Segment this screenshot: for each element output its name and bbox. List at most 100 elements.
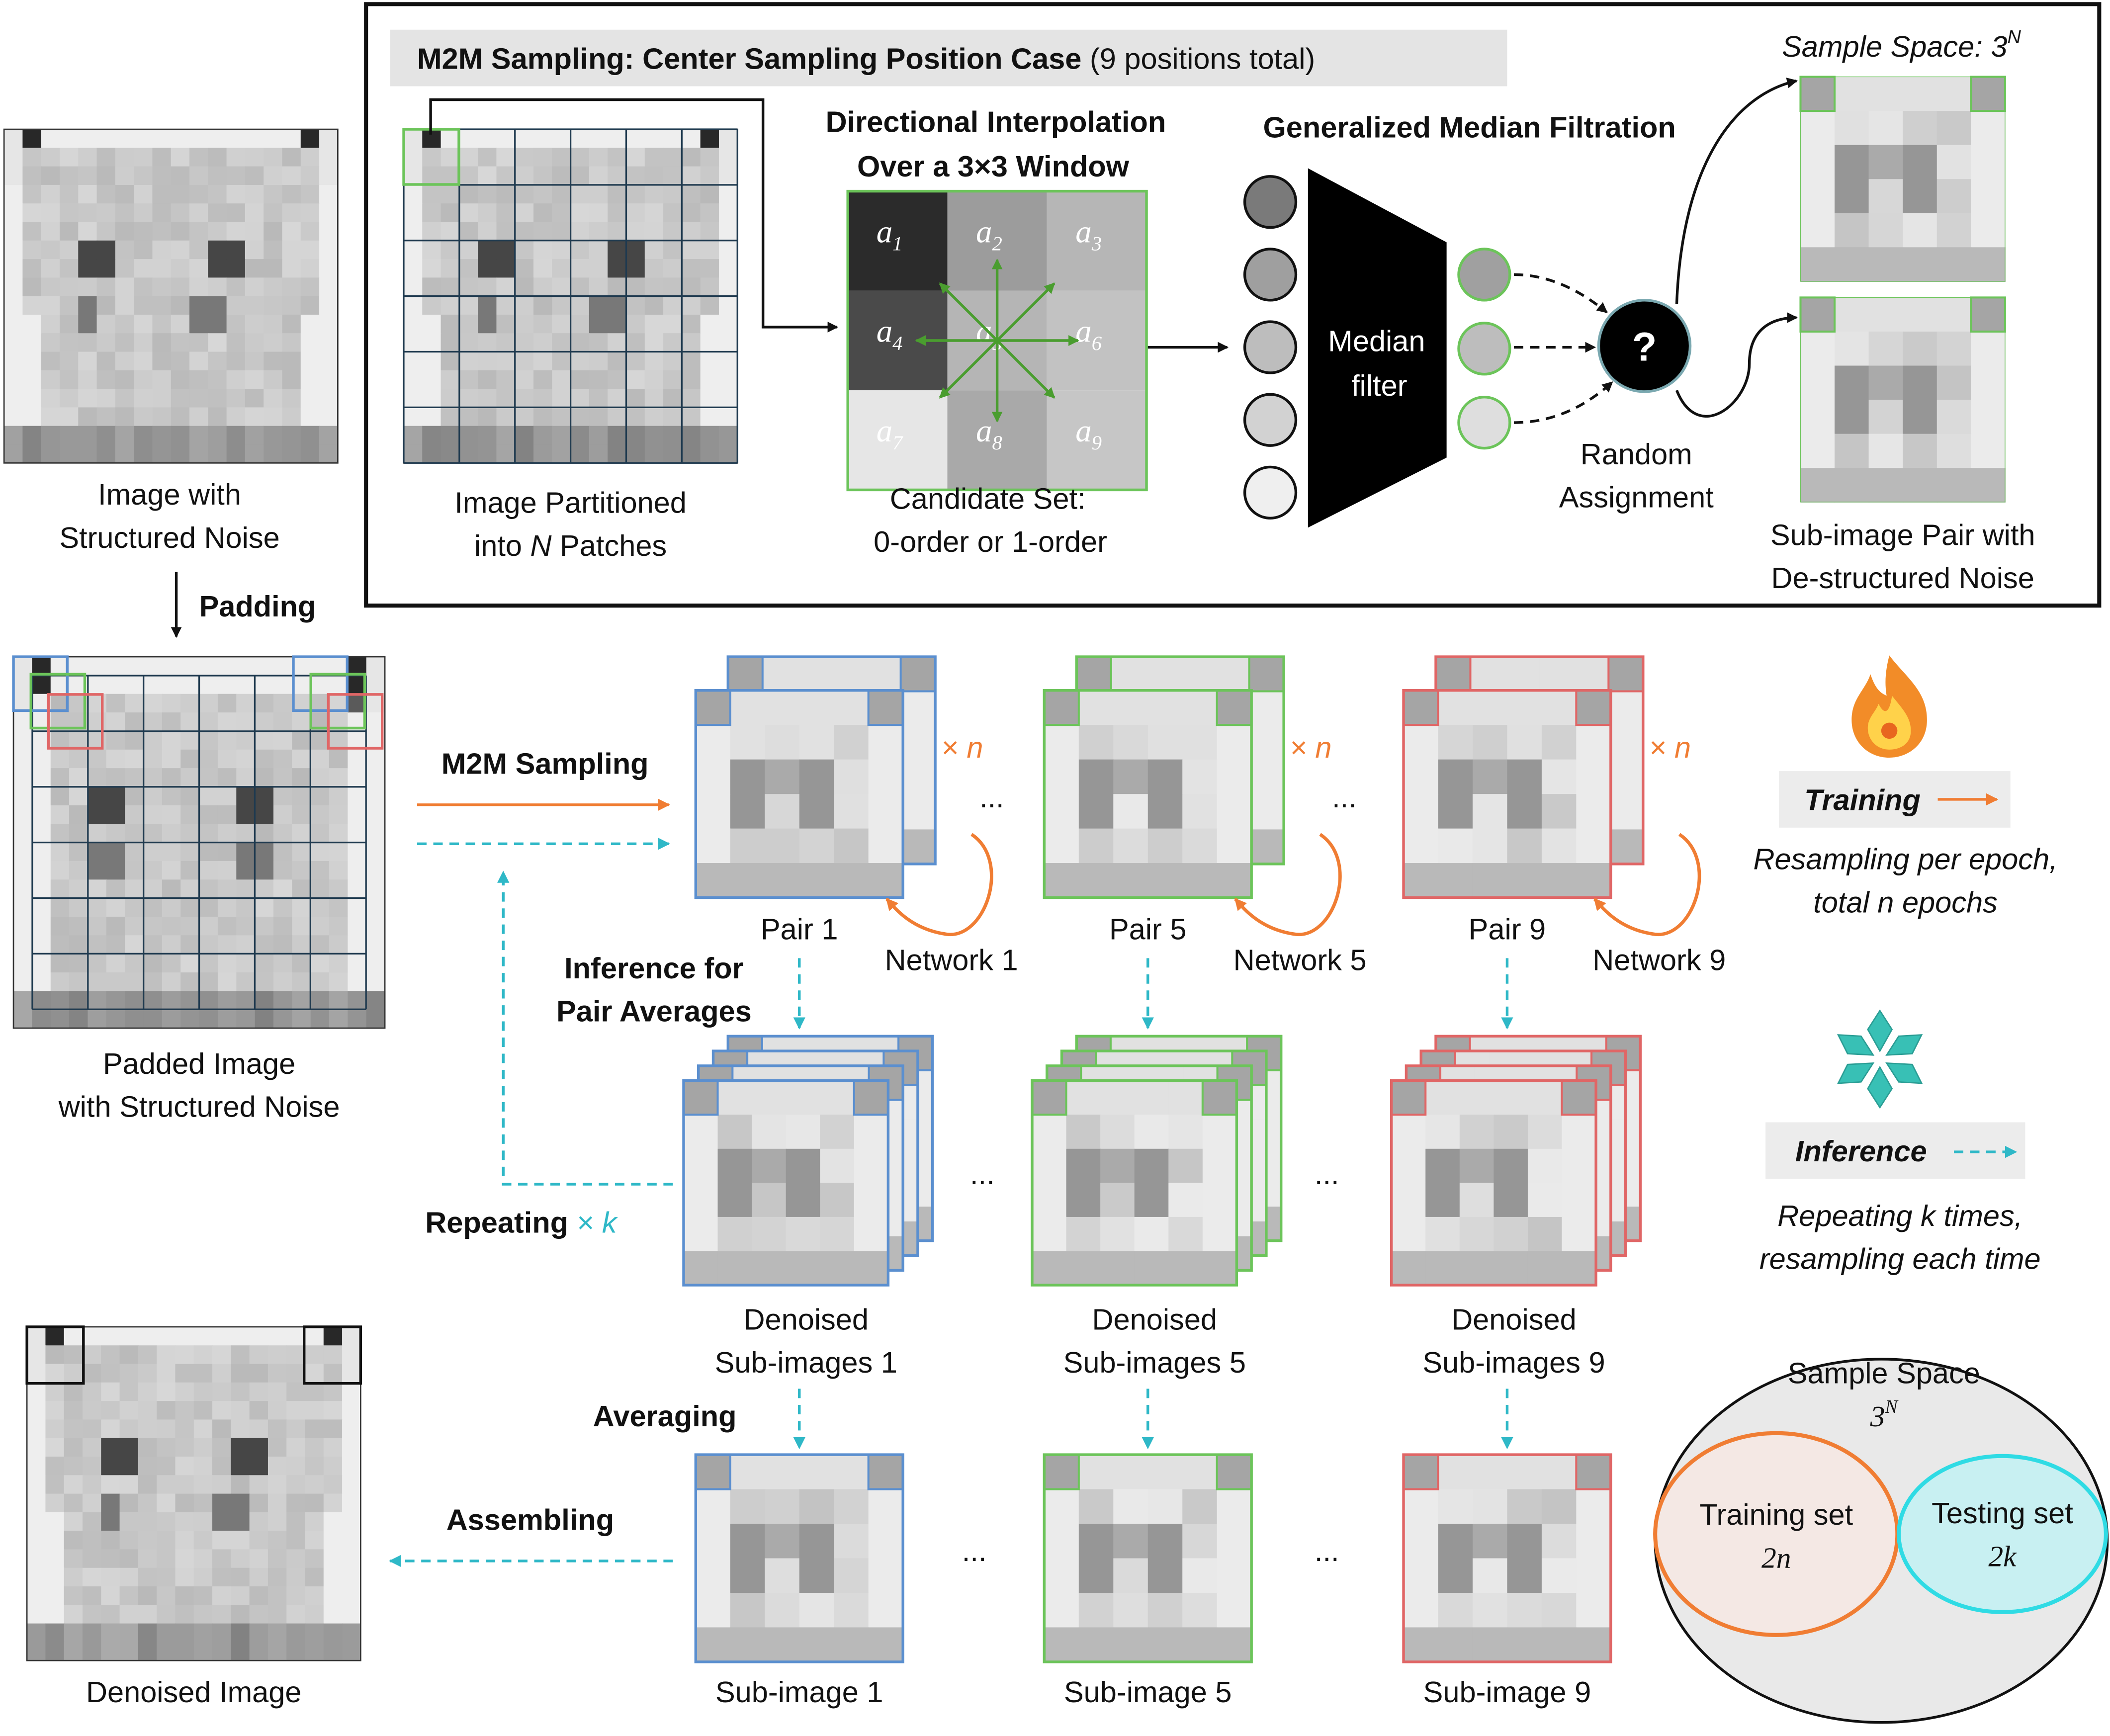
testing-set-label: Testing set [1932, 1496, 2073, 1530]
candidate-caption-1: Candidate Set: [890, 482, 1086, 515]
training-loop-3 [1593, 833, 1701, 937]
direction-arrow-4 [939, 340, 998, 399]
sample-space-top-label: Sample Space: 3N [1782, 27, 2021, 63]
median-output-nodes [1457, 248, 1511, 450]
window-border [846, 189, 1148, 492]
network-label-3: Network 9 [1592, 944, 1726, 977]
network-label-1: Network 1 [885, 944, 1018, 977]
ellipsis-sub-1: ... [962, 1534, 987, 1567]
median-output-1 [1457, 248, 1511, 302]
median-input-nodes [1243, 175, 1298, 520]
top-panel-frame [364, 2, 2102, 608]
venn-title: Sample Space [1788, 1357, 1980, 1390]
pair-label-3: Pair 9 [1469, 912, 1546, 946]
window-cell-9 [1047, 390, 1147, 490]
median-input-3 [1243, 320, 1298, 374]
top-panel: M2M Sampling: Center Sampling Position C… [364, 2, 2102, 608]
times-n-1: × n [941, 731, 983, 764]
testing-set-size: 2k [1988, 1540, 2017, 1573]
pair-caption-2: De-structured Noise [1771, 561, 2034, 595]
training-legend-label: Training [1804, 783, 1921, 817]
padding-window-3 [47, 693, 104, 750]
inference-desc-1: Repeating k times, [1777, 1199, 2022, 1232]
noisy-image [3, 128, 339, 464]
denoised-label-b-2: Sub-images 5 [1063, 1346, 1246, 1379]
inference-desc-2: resampling each time [1759, 1242, 2041, 1276]
median-filter-label-2: filter [1351, 369, 1407, 402]
sub-image-lower-tiles [1799, 296, 2006, 503]
padding-window-5 [309, 673, 366, 730]
padded-image [12, 655, 386, 1029]
median-input-5 [1243, 465, 1298, 520]
sub-image-upper [1799, 76, 2006, 282]
dash-arrow-1 [1513, 273, 1608, 314]
fire-icon [1851, 655, 1927, 758]
assign-arrow-upper [1675, 78, 1798, 305]
denoised-image-pixels [26, 1326, 361, 1661]
partition-label-1: Image Partitioned [454, 486, 687, 519]
denoised-label-b-1: Sub-images 1 [715, 1346, 897, 1379]
sub-image-label-2: Sub-image 5 [1064, 1675, 1232, 1709]
median-filter-label-1: Median [1328, 325, 1425, 358]
ellipsis-denoised-1: ... [970, 1157, 995, 1191]
window-cell-label-7: a7 [877, 413, 903, 454]
averaging-label: Averaging [593, 1399, 737, 1433]
padding-label: Padding [199, 590, 316, 623]
denoised-image [25, 1325, 362, 1661]
median-output-3 [1457, 395, 1511, 450]
top-panel-title: M2M Sampling: Center Sampling Position C… [417, 42, 1315, 75]
random-assignment-node [1597, 299, 1692, 393]
repeat-loop-arrow [497, 870, 673, 1186]
assembling-label: Assembling [446, 1503, 614, 1537]
partition-label-2: into N Patches [474, 529, 667, 562]
venn-title-power: 3N [1870, 1396, 1899, 1433]
denoised-image-label: Denoised Image [86, 1675, 302, 1709]
denoised-corner-right [302, 1325, 362, 1385]
sub-image-lower [1799, 296, 2006, 503]
median-output-2 [1457, 322, 1511, 376]
training-set-size: 2n [1761, 1541, 1791, 1574]
partitioned-image [402, 128, 738, 464]
testing-set-circle [1896, 1454, 2108, 1614]
m2m-sampling-label: M2M Sampling [441, 747, 649, 781]
inference-label-2: Pair Averages [556, 995, 752, 1028]
partitioned-image-pixels [403, 128, 738, 464]
sub-image-label-3: Sub-image 9 [1423, 1675, 1591, 1709]
ellipsis-denoised-2: ... [1315, 1157, 1339, 1191]
denoised-label-a-2: Denoised [1092, 1302, 1218, 1336]
median-title: Generalized Median Filtration [1263, 110, 1676, 144]
padded-label-1: Padded Image [103, 1047, 295, 1080]
padding-window-2 [29, 673, 87, 730]
venn-diagram: Sample Space 3N Training set 2n Testing … [1653, 1357, 2109, 1724]
window-cell-3 [1047, 191, 1147, 291]
ellipsis-pairs-2: ... [1332, 781, 1357, 814]
dash-arrow-3 [1513, 381, 1613, 424]
pair-front-1 [694, 689, 904, 899]
denoised-layer-3-4 [1390, 1079, 1597, 1287]
training-desc-2: total n epochs [1813, 885, 1998, 919]
window-cell-label-8: a8 [976, 413, 1002, 454]
interpolation-window: a1a2a3a4a5a6a7a8a9 [846, 189, 1148, 492]
pair-front-2 [1043, 689, 1253, 899]
random-label-2: Assignment [1559, 481, 1714, 514]
candidate-caption-2: 0-order or 1-order [874, 525, 1107, 558]
inference-legend-label: Inference [1795, 1134, 1927, 1168]
padding-window-6 [327, 693, 384, 750]
pair-label-1: Pair 1 [761, 912, 838, 946]
network-label-2: Network 5 [1233, 944, 1367, 977]
window-cell-1 [848, 191, 948, 291]
denoised-corner-left [25, 1325, 85, 1385]
ellipsis-sub-2: ... [1315, 1534, 1339, 1567]
direction-arrow-6 [939, 282, 998, 342]
repeating-label: Repeating × k [425, 1206, 618, 1239]
partition-grid [403, 128, 738, 464]
window-cell-label-3: a3 [1075, 214, 1102, 255]
inference-legend-box [1765, 1122, 2025, 1179]
sub-image-label-1: Sub-image 1 [715, 1675, 883, 1709]
window-title-1: Directional Interpolation [826, 105, 1166, 138]
